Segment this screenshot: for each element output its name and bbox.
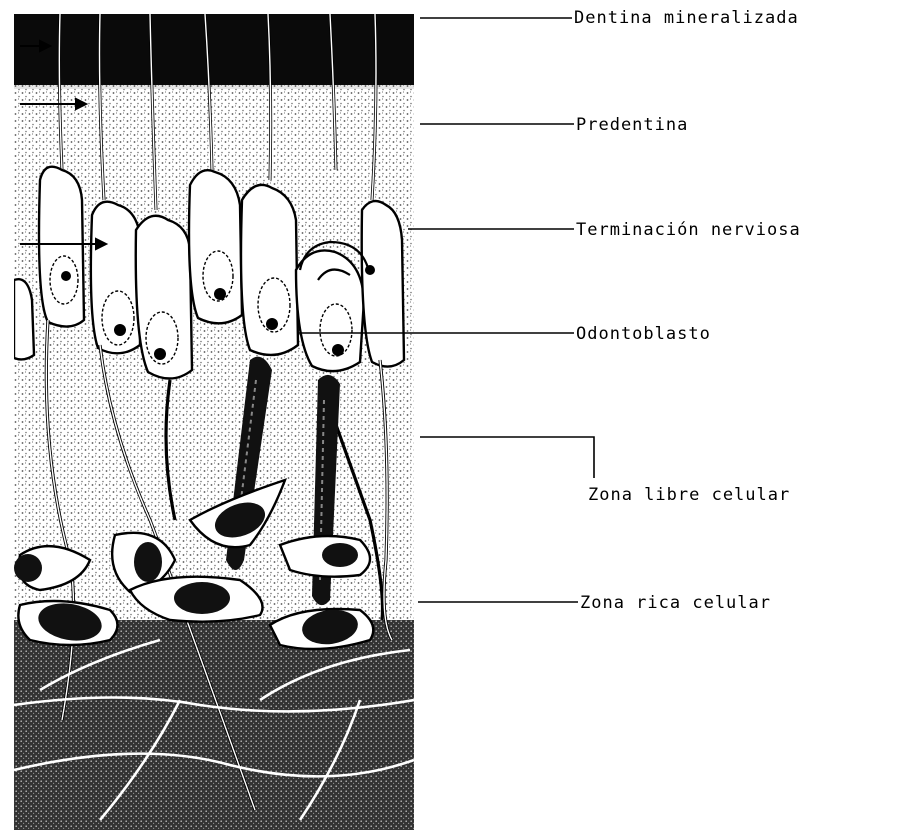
tissue-illustration — [14, 14, 414, 830]
deep-pulp-layer — [14, 620, 414, 830]
label-odontoblasto: Odontoblasto — [576, 324, 711, 344]
label-zona-rica-celular: Zona rica celular — [580, 593, 771, 613]
label-predentina: Predentina — [576, 115, 688, 135]
dentin-layer — [14, 14, 414, 89]
label-zona-libre-celular: Zona libre celular — [588, 485, 790, 505]
label-terminacion-nerviosa: Terminación nerviosa — [576, 220, 801, 240]
label-dentina-mineralizada: Dentina mineralizada — [574, 8, 799, 28]
